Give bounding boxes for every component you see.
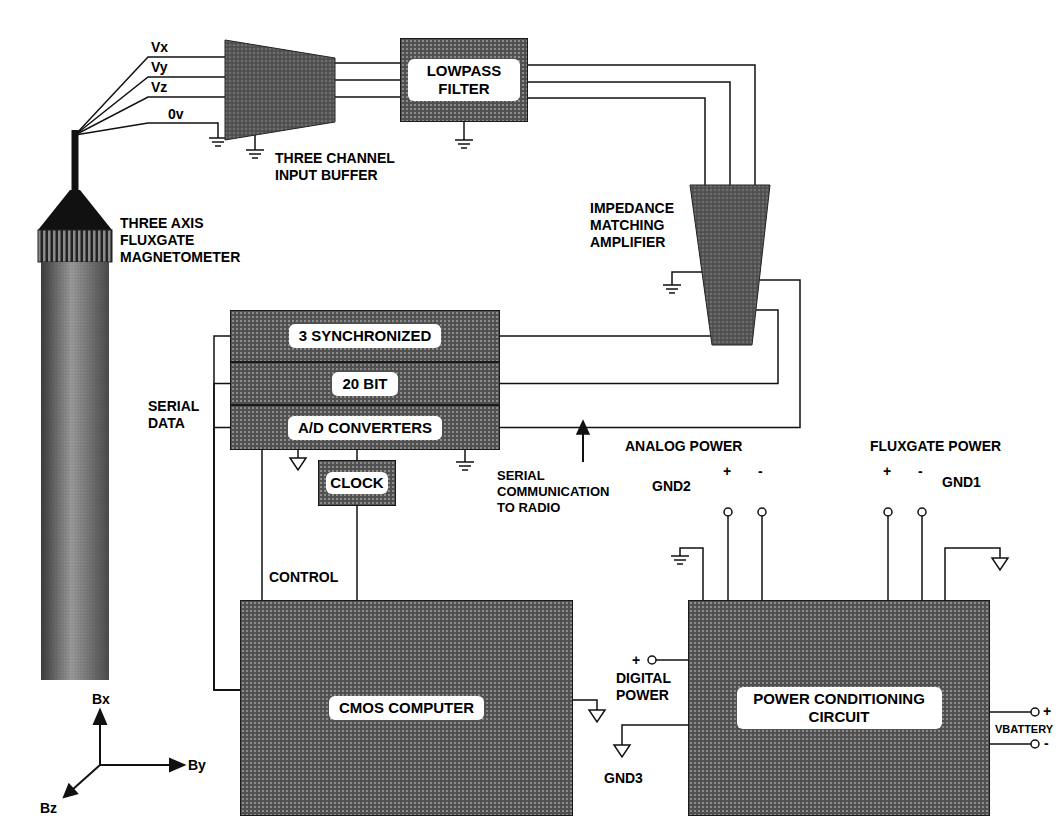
part-label: IMPEDANCE MATCHING AMPLIFIER <box>590 200 686 251</box>
input-buffer: THREE CHANNEL INPUT BUFFER <box>225 40 335 140</box>
battery-label: VBATTERY <box>995 721 1053 737</box>
ground-symbol <box>614 725 688 757</box>
terminal-sign: - <box>758 463 763 479</box>
signal-wire <box>335 79 400 81</box>
terminal-sign: + <box>632 652 640 668</box>
part-label: THREE CHANNEL INPUT BUFFER <box>275 150 415 184</box>
ground-symbol <box>663 272 702 293</box>
ground-label: GND2 <box>652 478 691 494</box>
ground-symbol <box>246 135 264 158</box>
terminal-sign: - <box>918 463 923 479</box>
signal-wire <box>261 450 263 600</box>
ground-symbol <box>209 138 227 146</box>
trapezoid-body <box>690 185 770 345</box>
probe-cone <box>38 190 112 230</box>
terminal-sign: - <box>1044 735 1049 751</box>
wire-label: Vz <box>150 80 168 94</box>
trapezoid-outline <box>690 185 770 345</box>
impedance-amplifier: IMPEDANCE MATCHING AMPLIFIER <box>690 185 770 345</box>
trapezoid-body <box>225 40 335 140</box>
magnetometer-probe: THREE AXIS FLUXGATE MAGNETOMETER <box>38 190 112 680</box>
cmos-computer: CMOS COMPUTER <box>240 600 573 816</box>
power-label: DIGITAL POWER <box>616 670 678 704</box>
axis-label: Bz <box>40 800 57 816</box>
axis-arrows <box>64 710 184 797</box>
signal-wire <box>75 97 225 190</box>
box-label: 20 BIT <box>332 372 397 396</box>
probe-cap <box>38 230 112 262</box>
wire-label: 0v <box>168 106 184 122</box>
box-label: CMOS COMPUTER <box>329 696 484 720</box>
ground-symbol <box>945 548 1008 600</box>
radio-label: SERIAL COMMUNICATION TO RADIO <box>497 468 617 516</box>
ground-symbol <box>671 548 703 600</box>
lowpass-filter: LOWPASS FILTER <box>400 38 528 122</box>
signal-wire <box>528 82 730 185</box>
signal-wire <box>75 57 225 190</box>
ground-symbol <box>290 450 306 470</box>
probe-drawing <box>38 190 112 680</box>
signal-wire <box>528 98 705 185</box>
axis-label: By <box>188 757 206 773</box>
signal-wire <box>500 335 711 337</box>
digital-terminal <box>648 656 688 664</box>
power-label: ANALOG POWER <box>625 438 742 454</box>
box-label: A/D CONVERTERS <box>288 416 442 440</box>
power-label: FLUXGATE POWER <box>870 438 1001 454</box>
signal-wire <box>335 62 400 64</box>
power-terminals <box>724 508 926 600</box>
terminal-sign: + <box>883 463 891 479</box>
signal-wire <box>528 65 755 185</box>
signal-wire <box>214 428 240 691</box>
adc-stage: 3 SYNCHRONIZED <box>230 310 500 362</box>
wire-label: CONTROL <box>268 570 339 584</box>
part-label: THREE AXIS FLUXGATE MAGNETOMETER <box>120 215 255 266</box>
ground-symbol <box>573 700 605 722</box>
signal-wire <box>75 77 225 190</box>
probe-texture <box>41 262 109 680</box>
adc-stage: 20 BIT <box>230 362 500 405</box>
adc-stage: A/D CONVERTERS <box>230 405 500 450</box>
axis-label: Bx <box>92 691 110 707</box>
wire-label: Vx <box>150 40 169 54</box>
ground-symbol <box>456 450 474 470</box>
wire-label: Vy <box>150 60 169 74</box>
terminal-sign: + <box>1043 703 1051 719</box>
power-conditioning-box: POWER CONDITIONING CIRCUIT <box>688 600 990 816</box>
box-label: CLOCK <box>326 472 387 494</box>
ground-symbol <box>455 122 473 148</box>
bus-label: SERIAL DATA <box>148 398 208 432</box>
terminal-sign: + <box>723 463 731 479</box>
box-label: 3 SYNCHRONIZED <box>289 324 442 348</box>
ground-label: GND1 <box>942 474 981 490</box>
box-label: POWER CONDITIONING CIRCUIT <box>737 687 942 729</box>
signal-wire <box>356 450 358 460</box>
ground-label: GND3 <box>604 770 643 786</box>
signal-wire <box>356 506 358 600</box>
clock-box: CLOCK <box>318 460 396 506</box>
box-label: LOWPASS FILTER <box>408 59 520 101</box>
probe-body <box>41 262 109 680</box>
zero-volt-wire <box>75 123 218 138</box>
signal-wire <box>335 96 400 98</box>
trapezoid-outline <box>225 40 335 140</box>
